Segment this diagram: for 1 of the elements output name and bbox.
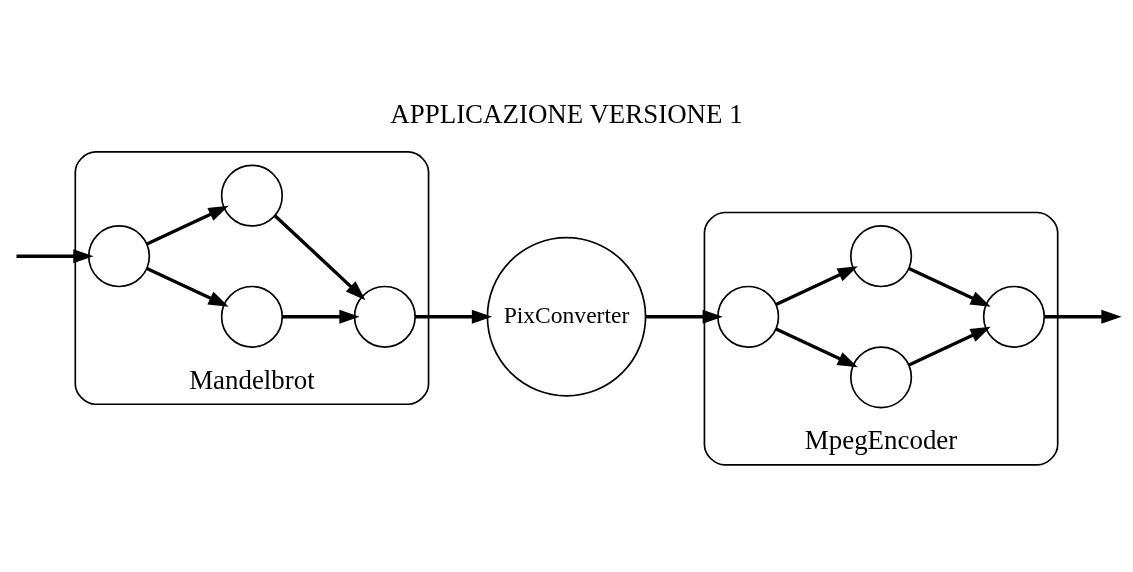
- diagram-title: APPLICAZIONE VERSIONE 1: [390, 98, 743, 129]
